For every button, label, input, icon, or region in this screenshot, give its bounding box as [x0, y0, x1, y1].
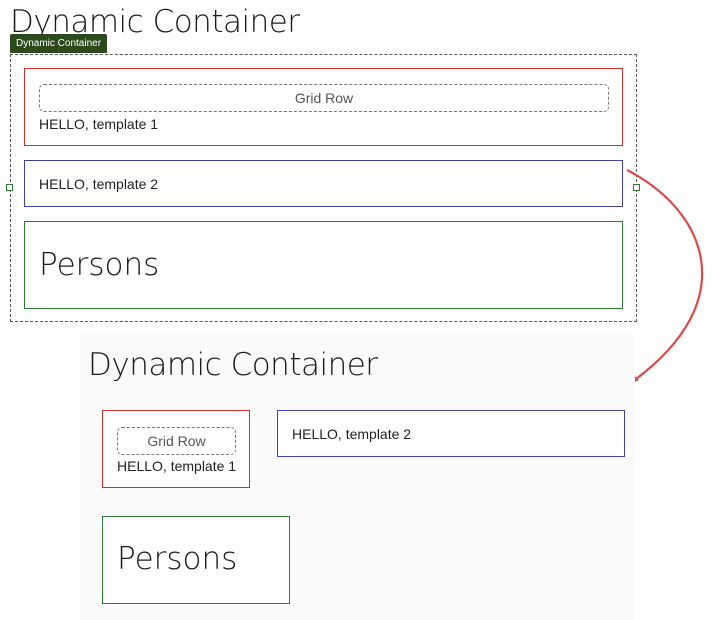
template-1-text: HELLO, template 1	[39, 116, 159, 132]
template-2-text: HELLO, template 2	[39, 176, 159, 192]
selection-tag[interactable]: Dynamic Container	[10, 34, 108, 53]
persons-heading-preview: Persons	[117, 541, 238, 577]
template-2-box[interactable]	[24, 160, 623, 207]
template-2-text-preview: HELLO, template 2	[292, 426, 412, 442]
persons-heading: Persons	[39, 247, 160, 283]
grid-row-placeholder[interactable]: Grid Row	[39, 84, 609, 112]
resize-handle-right[interactable]	[633, 184, 640, 191]
template-1-text-preview: HELLO, template 1	[117, 458, 237, 474]
preview-title: Dynamic Container	[88, 347, 378, 383]
persons-box[interactable]	[24, 221, 623, 309]
template-2-box-preview	[277, 410, 625, 457]
resize-handle-left[interactable]	[6, 184, 13, 191]
persons-box-preview	[102, 516, 290, 604]
grid-row-placeholder-preview: Grid Row	[117, 427, 236, 455]
